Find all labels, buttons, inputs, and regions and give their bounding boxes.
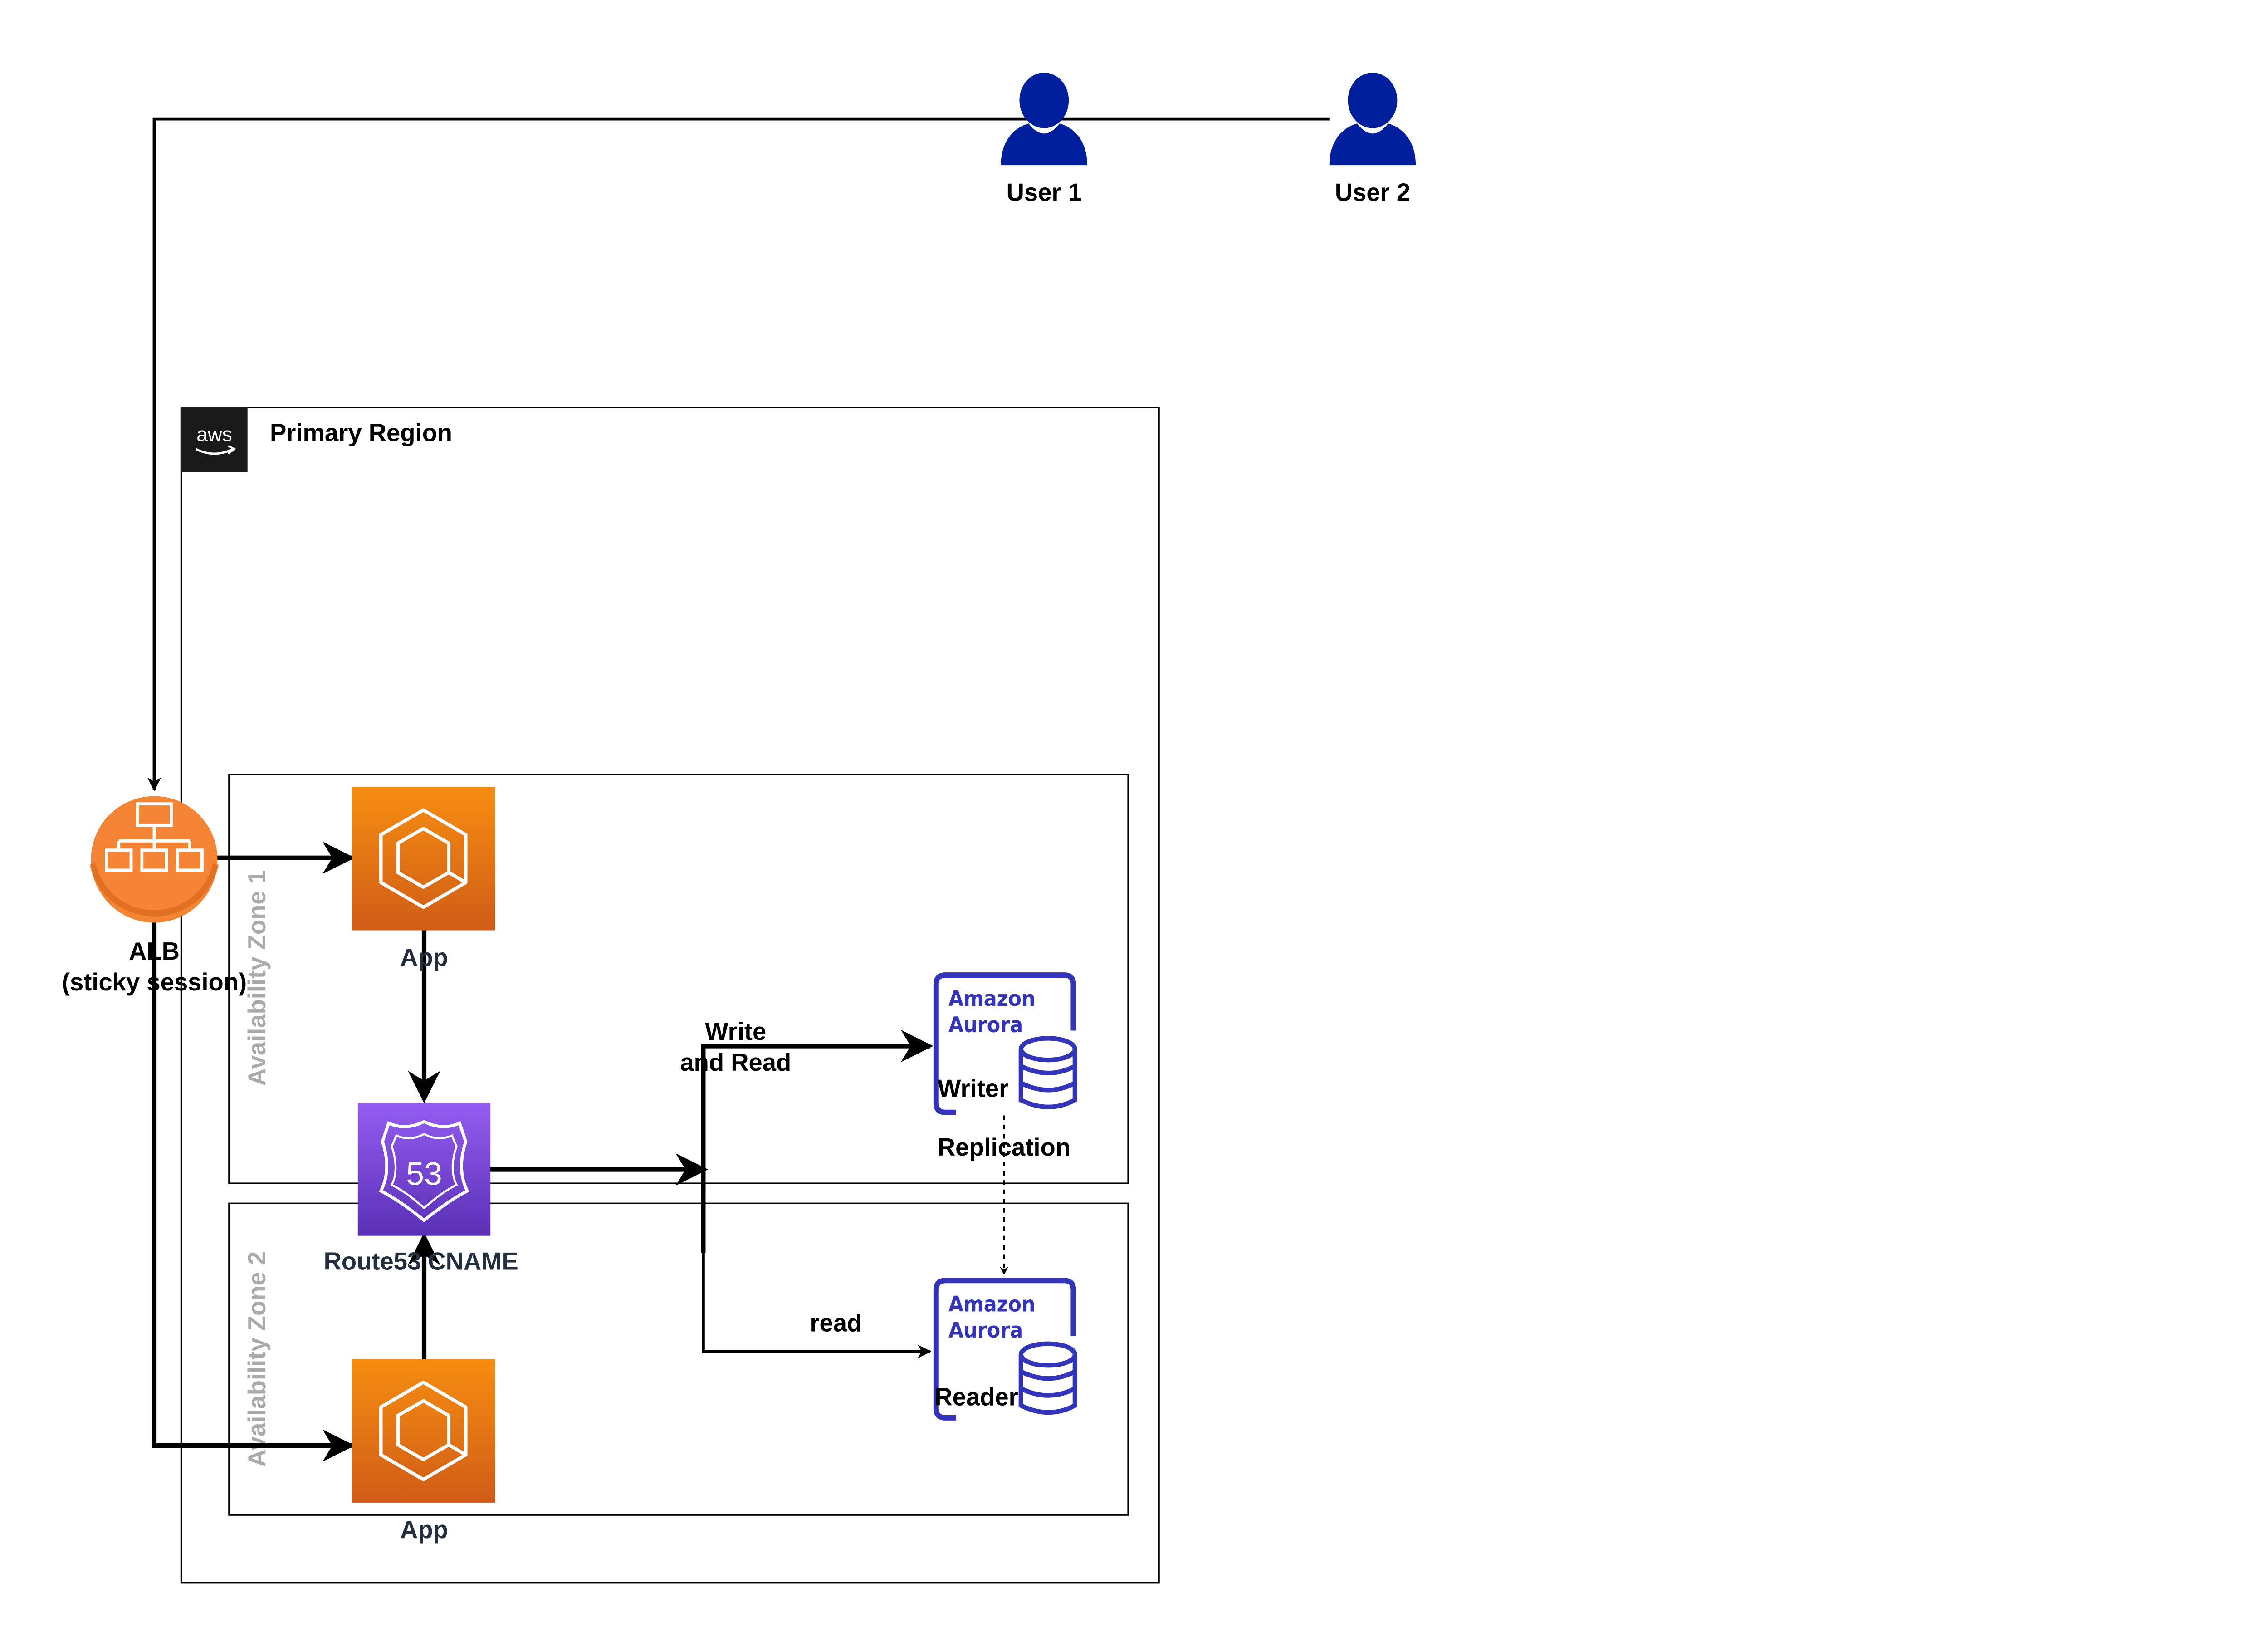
user-icon	[1329, 73, 1416, 166]
svg-text:Aurora: Aurora	[948, 1318, 1023, 1343]
aurora-writer-label: Writer	[938, 1075, 1008, 1103]
ecs-icon	[352, 787, 495, 931]
availability-zone-2: Availability Zone 2	[228, 1202, 1129, 1516]
alb-label-line2: (sticky session)	[62, 968, 247, 996]
edge-read	[702, 1154, 932, 1358]
aurora-reader-label: Reader	[934, 1383, 1018, 1411]
alb-label-line1: ALB	[129, 937, 180, 965]
replication-label: Replication	[938, 1133, 1070, 1161]
edge-alb-to-app2	[152, 922, 355, 1462]
aurora-writer-node: Amazon Aurora Writer Replication	[933, 972, 1077, 1161]
aws-logo-icon: aws	[181, 407, 248, 472]
aurora-icon: Amazon Aurora	[933, 972, 1077, 1115]
edge-user2-to-alb	[147, 117, 1330, 792]
svg-text:Amazon: Amazon	[948, 986, 1035, 1011]
edge-label-and-read: and Read	[680, 1049, 791, 1076]
user-1-label: User 1	[1007, 178, 1082, 206]
svg-text:aws: aws	[196, 424, 232, 446]
availability-zone-1-label: Availability Zone 1	[243, 870, 271, 1086]
app-2-label: App	[400, 1516, 448, 1544]
aurora-icon: Amazon Aurora	[933, 1278, 1077, 1421]
user-2: User 2	[1329, 73, 1416, 206]
user-2-label: User 2	[1335, 178, 1410, 206]
route53-icon: 53	[357, 1103, 491, 1236]
user-1: User 1	[1001, 73, 1087, 206]
load-balancer-icon	[89, 796, 219, 923]
edge-write-read	[701, 1029, 934, 1253]
user-icon	[1001, 73, 1087, 166]
availability-zone-2-label: Availability Zone 2	[243, 1251, 271, 1467]
app-1-node: App	[352, 787, 495, 971]
svg-text:Aurora: Aurora	[948, 1013, 1023, 1038]
aurora-reader-node: Amazon Aurora Reader	[933, 1278, 1077, 1421]
edge-label-read: read	[810, 1309, 862, 1337]
primary-region-group: aws Primary Region	[180, 407, 1160, 1584]
route53-shield-number: 53	[406, 1156, 442, 1192]
app-1-label: App	[400, 944, 448, 971]
route53-label: Route53 CNAME	[324, 1248, 518, 1275]
edge-label-write: Write	[705, 1018, 766, 1045]
route53-node: 53 Route53 CNAME	[324, 1103, 518, 1275]
connectors	[147, 117, 1330, 1462]
ecs-icon	[352, 1359, 495, 1503]
app-2-node: App	[352, 1359, 495, 1544]
svg-text:Amazon: Amazon	[948, 1292, 1035, 1317]
alb-node: ALB (sticky session)	[62, 796, 247, 996]
region-title: Primary Region	[270, 419, 452, 447]
